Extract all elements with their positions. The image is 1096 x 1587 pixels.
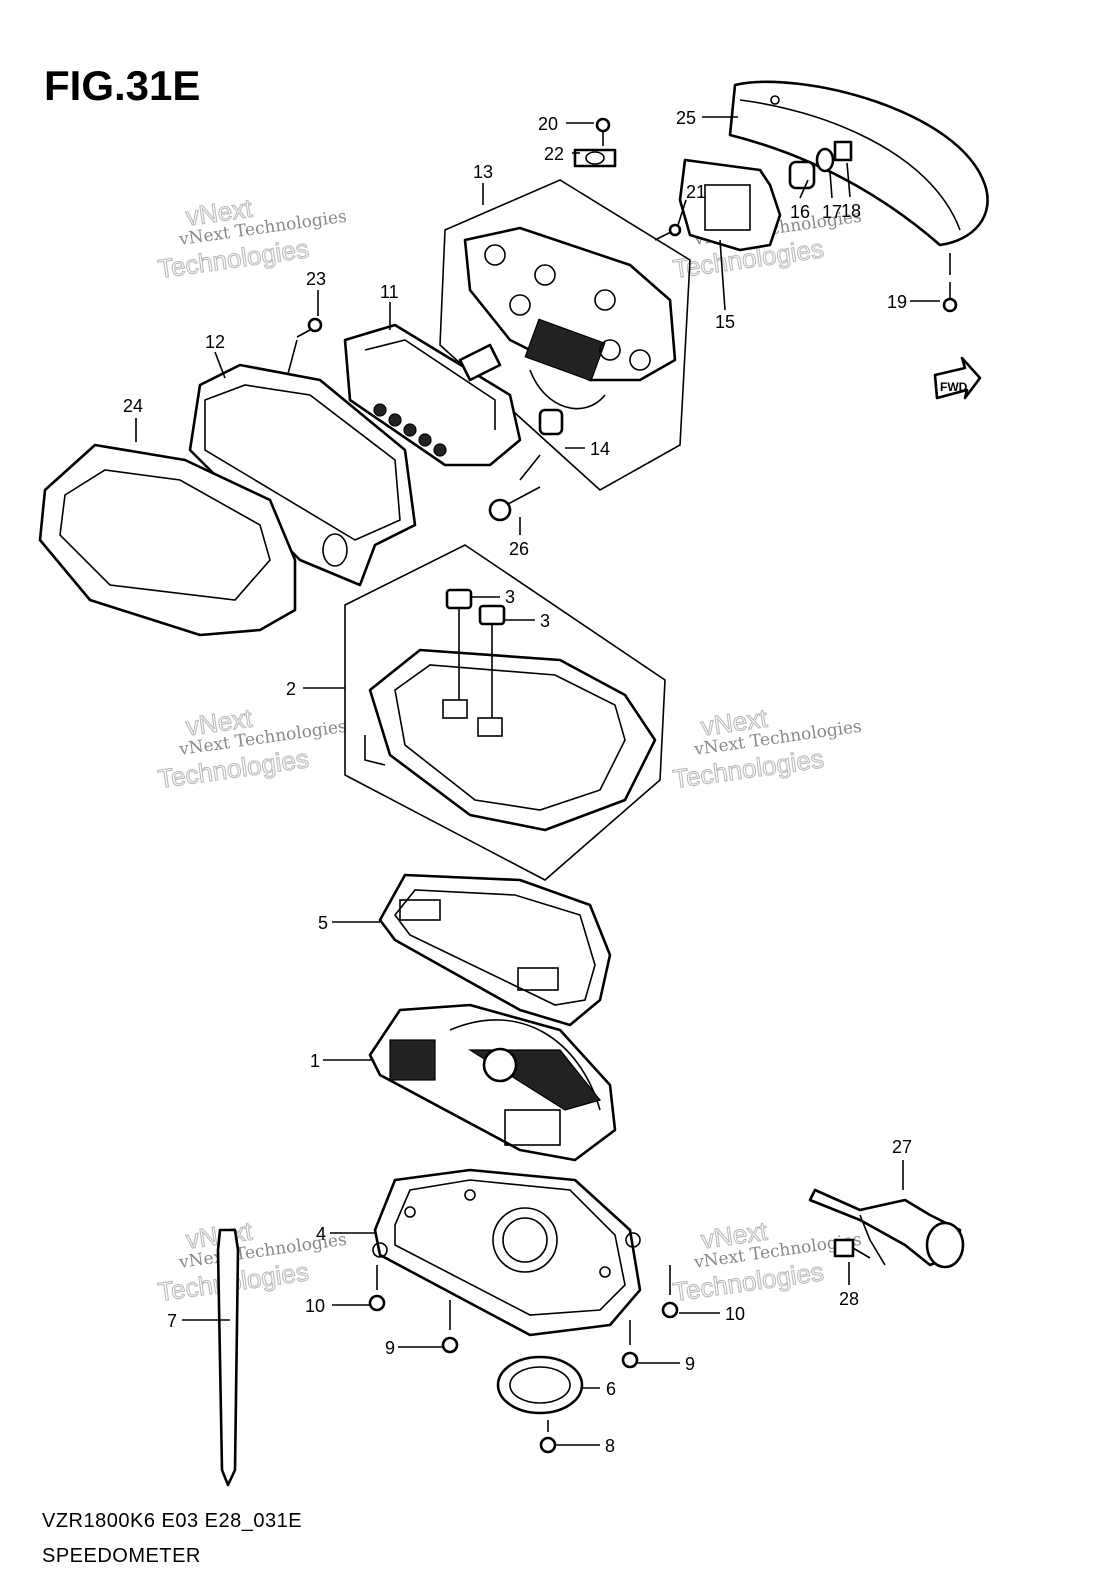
callout-4: 4 — [316, 1224, 326, 1244]
callouts: 1 2 3 3 4 5 6 7 8 9 9 10 10 11 12 13 14 … — [123, 108, 912, 1456]
callout-12: 12 — [205, 332, 225, 352]
callout-23: 23 — [306, 269, 326, 289]
part-21-screw — [654, 223, 682, 241]
callout-10a: 10 — [305, 1296, 325, 1316]
part-6-gasket — [496, 1355, 584, 1415]
part-19-screw — [942, 253, 958, 313]
leader-lines — [135, 116, 940, 1446]
callout-3b: 3 — [540, 611, 550, 631]
part-4-lower-case — [372, 1168, 642, 1337]
callout-13: 13 — [473, 162, 493, 182]
callout-7: 7 — [167, 1311, 177, 1331]
callout-15: 15 — [715, 312, 735, 332]
figure-name: SPEEDOMETER — [42, 1545, 201, 1567]
callout-2: 2 — [286, 679, 296, 699]
part-3-cap-b — [478, 604, 506, 626]
part-1-gauge — [368, 1003, 617, 1162]
part-5-faceplate — [378, 873, 612, 1027]
part-10-screw-b — [661, 1265, 679, 1319]
callout-16: 16 — [790, 202, 810, 222]
callout-10b: 10 — [725, 1304, 745, 1324]
callout-27: 27 — [892, 1137, 912, 1157]
figure-title: FIG.31E — [44, 62, 201, 109]
callout-5: 5 — [318, 913, 328, 933]
callout-8: 8 — [605, 1436, 615, 1456]
callout-1: 1 — [310, 1051, 320, 1071]
part-10-screw-a — [368, 1265, 386, 1312]
callout-24: 24 — [123, 396, 143, 416]
part-8-screw — [539, 1420, 557, 1454]
part-15-bracket — [678, 158, 782, 252]
model-code: VZR1800K6 E03 E28_031E — [42, 1510, 303, 1532]
callout-18: 18 — [841, 201, 861, 221]
part-26-screw — [488, 454, 541, 522]
part-16-grommet — [788, 160, 816, 190]
watermark-mid-left: vNext vNext Technologies Technologies — [156, 702, 348, 795]
part-17-washer — [815, 147, 835, 173]
callout-14: 14 — [590, 439, 610, 459]
watermark-bot-left: vNext vNext Technologies Technologies — [156, 1215, 348, 1308]
fwd-label: FWD — [940, 380, 968, 394]
part-22-clamp — [573, 148, 617, 168]
callout-21: 21 — [686, 182, 706, 202]
callout-28: 28 — [839, 1289, 859, 1309]
part-3-cap-a — [445, 588, 473, 610]
part-9-screw-b — [621, 1320, 639, 1369]
part-28-screw — [833, 1238, 871, 1259]
callout-9b: 9 — [685, 1354, 695, 1374]
callout-3a: 3 — [505, 587, 515, 607]
part-20-screw — [595, 117, 611, 146]
part-13-box — [439, 179, 691, 491]
part-2-box — [344, 544, 666, 881]
part-25-cover — [728, 80, 989, 247]
part-9-screw-a — [441, 1300, 459, 1354]
callout-6: 6 — [606, 1379, 616, 1399]
callout-17: 17 — [822, 202, 842, 222]
part-7-tie — [216, 1228, 240, 1487]
part-11-lens — [343, 323, 522, 467]
callout-11: 11 — [380, 282, 399, 302]
callout-9a: 9 — [385, 1338, 395, 1358]
watermark-mid-right: vNext vNext Technologies Technologies — [671, 702, 863, 795]
callout-20: 20 — [538, 114, 558, 134]
part-14-socket — [538, 408, 564, 436]
fwd-arrow-badge: FWD — [933, 356, 982, 400]
callout-25: 25 — [676, 108, 696, 128]
callout-26: 26 — [509, 539, 529, 559]
part-24-hood — [38, 443, 297, 637]
part-27-sensor — [808, 1188, 965, 1269]
part-18-nut — [833, 140, 853, 162]
callout-22: 22 — [544, 144, 564, 164]
callout-19: 19 — [887, 292, 907, 312]
